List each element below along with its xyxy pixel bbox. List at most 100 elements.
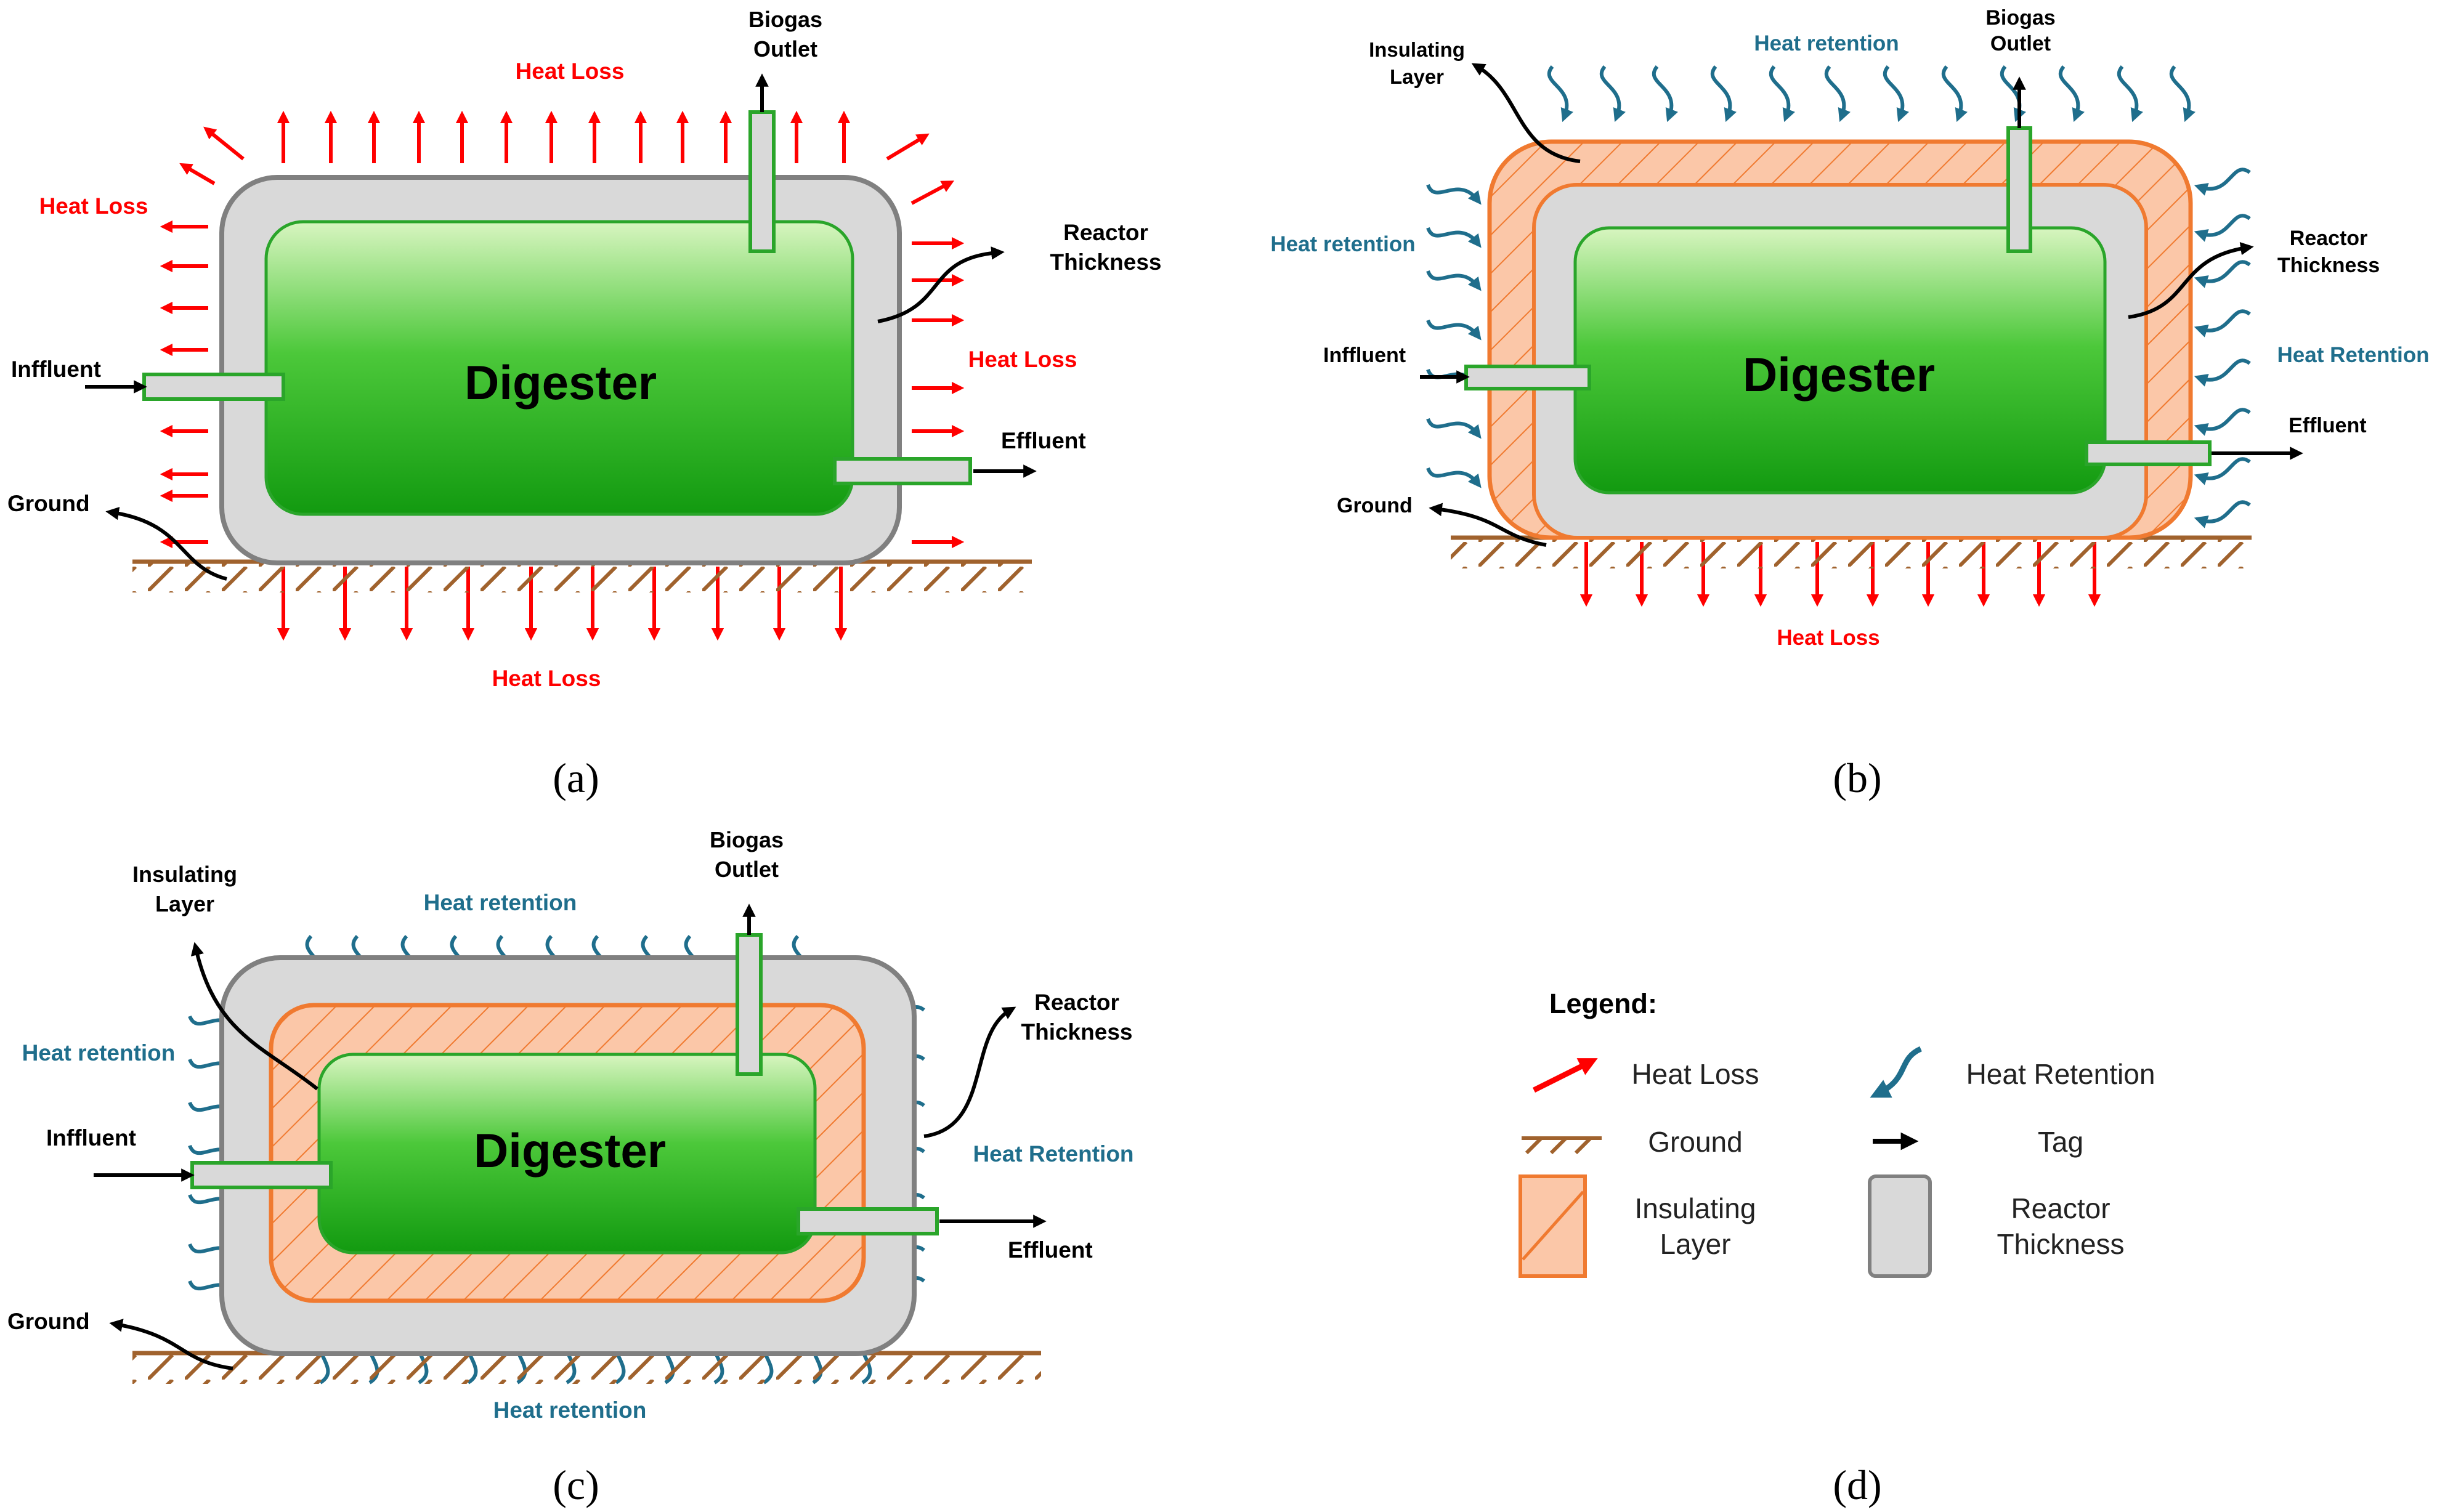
heat-retention-arrow [1824, 65, 1851, 123]
legend-heat-loss-label: Heat Loss [1631, 1058, 1759, 1090]
legend-tag: Tag [1873, 1126, 2083, 1158]
heat-retention-right-c: Heat Retention [973, 1141, 1133, 1166]
biogas-pipe-a [748, 110, 776, 253]
tag-arrows-c [94, 904, 1047, 1370]
caption-b: (b) [1833, 754, 1881, 801]
ground-label-b: Ground [1337, 494, 1413, 517]
heat-loss-arrow [910, 180, 955, 205]
heat-retention-arrow [2194, 214, 2251, 242]
heat-retention-left-c: Heat retention [22, 1040, 176, 1065]
heat-retention-arrow [2194, 408, 2251, 436]
legend-heat-loss: Heat Loss [1532, 1058, 1759, 1093]
biogas-label-2-b: Outlet [1990, 32, 2051, 55]
influent-label-a: Inffluent [11, 357, 101, 382]
digester-b [1573, 226, 2107, 495]
heat-retention-arrows-b [1426, 65, 2251, 528]
legend-insulating-layer: Insulating Layer [1519, 1174, 1756, 1278]
legend-reactor-thickness: Reactor Thickness [1868, 1174, 2125, 1278]
heat-retention-arrow [1426, 418, 1482, 439]
heat-retention-arrow [2058, 65, 2085, 123]
caption-c: (c) [553, 1461, 599, 1508]
heat-retention-arrow [2194, 168, 2251, 196]
ground-c [132, 1353, 1041, 1384]
heat-retention-arrow [2194, 358, 2251, 387]
reactor-label-2-b: Thickness [2277, 254, 2380, 277]
effluent-pipe-c [797, 1207, 939, 1235]
legend-tag-label: Tag [2038, 1126, 2083, 1158]
tag-arrows-a [85, 73, 1037, 581]
biogas-pipe-c [736, 933, 763, 1076]
legend-heat-retention-icon [1870, 1046, 1923, 1098]
reactor-label-1-b: Reactor [2290, 227, 2368, 250]
heat-retention-bottom-c: Heat retention [493, 1397, 647, 1423]
effluent-label-c: Effluent [1008, 1237, 1093, 1263]
insulating-label-2-b: Layer [1390, 65, 1444, 88]
caption-d: (d) [1833, 1461, 1881, 1508]
legend-heat-retention: Heat Retention [1870, 1046, 2155, 1098]
heat-retention-arrow [2194, 457, 2251, 485]
legend-ground-label: Ground [1648, 1126, 1742, 1158]
heat-retention-left-b: Heat retention [1270, 232, 1415, 256]
heat-retention-arrow [2194, 500, 2251, 528]
legend-insulating-label-1: Insulating [1635, 1192, 1756, 1224]
legend-ground-icon [1522, 1136, 1602, 1155]
legend-heat-retention-label: Heat Retention [1966, 1058, 2155, 1090]
influent-pipe-c [190, 1161, 333, 1189]
heat-retention-arrow [1599, 65, 1626, 123]
heat-loss-bottom-b: Heat Loss [1777, 626, 1879, 650]
tag-arrows-b [1420, 63, 2303, 547]
reactor-label-2-c: Thickness [1021, 1019, 1133, 1045]
reactor-label-1-c: Reactor [1034, 990, 1119, 1015]
effluent-pipe-a [833, 457, 972, 485]
digester-c [317, 1053, 817, 1255]
heat-loss-arrow [886, 133, 930, 161]
legend-insulating-icon [1519, 1174, 1587, 1278]
heat-loss-left-a: Heat Loss [39, 193, 148, 219]
panel-a: Digester Heat Loss Heat Loss Heat Loss H… [7, 7, 1161, 801]
influent-pipe-a [142, 373, 285, 401]
heat-retention-top-c: Heat retention [424, 890, 577, 915]
legend-ground: Ground [1522, 1126, 1743, 1158]
heat-loss-arrow [179, 163, 216, 185]
heat-retention-arrow [1941, 65, 1968, 123]
effluent-label-b: Effluent [2289, 414, 2367, 437]
biogas-label-1-b: Biogas [1985, 6, 2055, 30]
biogas-label-1-c: Biogas [710, 827, 784, 852]
ground-label-a: Ground [7, 491, 90, 516]
influent-pipe-b [1464, 365, 1591, 390]
influent-label-b: Inffluent [1323, 344, 1406, 367]
heat-retention-arrow [2194, 309, 2251, 338]
heat-loss-right-a: Heat Loss [968, 347, 1077, 372]
heat-retention-arrow [1426, 184, 1482, 205]
heat-retention-top-b: Heat retention [1754, 31, 1899, 55]
heat-retention-arrow [1769, 65, 1795, 123]
effluent-pipe-b [2085, 440, 2212, 466]
heat-retention-right-b: Heat Retention [2277, 343, 2430, 367]
heat-loss-top-a: Heat Loss [516, 59, 625, 84]
effluent-label-a: Effluent [1001, 428, 1086, 453]
panel-d-legend: Legend: Heat Loss Heat Retention Ground … [1519, 988, 2155, 1508]
legend-reactor-label-2: Thickness [1997, 1228, 2124, 1260]
heat-retention-arrow [1883, 65, 1909, 123]
heat-loss-arrow [203, 126, 245, 161]
heat-retention-arrow [1426, 227, 1482, 248]
insulating-label-2-c: Layer [155, 891, 214, 916]
caption-a: (a) [553, 754, 599, 801]
insulating-label-1-c: Insulating [132, 862, 237, 887]
reactor-label-2-a: Thickness [1050, 249, 1162, 275]
digester-label-c: Digester [474, 1123, 666, 1178]
heat-retention-arrow [2194, 260, 2251, 288]
biogas-pipe-b [2006, 126, 2032, 253]
biogas-label-2-a: Outlet [753, 36, 817, 62]
reactor-label-1-a: Reactor [1063, 220, 1148, 245]
ground-b [1451, 538, 2252, 568]
digester-label-b: Digester [1743, 347, 1935, 402]
heat-retention-arrow [1652, 65, 1678, 123]
legend-reactor-icon [1868, 1174, 1932, 1278]
heat-retention-arrow [1426, 270, 1482, 291]
heat-retention-arrow [1426, 319, 1482, 341]
digester-label-a: Digester [464, 355, 657, 410]
insulating-label-1-b: Insulating [1369, 38, 1465, 61]
heat-retention-arrow [1426, 467, 1482, 488]
digester-a [264, 220, 854, 516]
